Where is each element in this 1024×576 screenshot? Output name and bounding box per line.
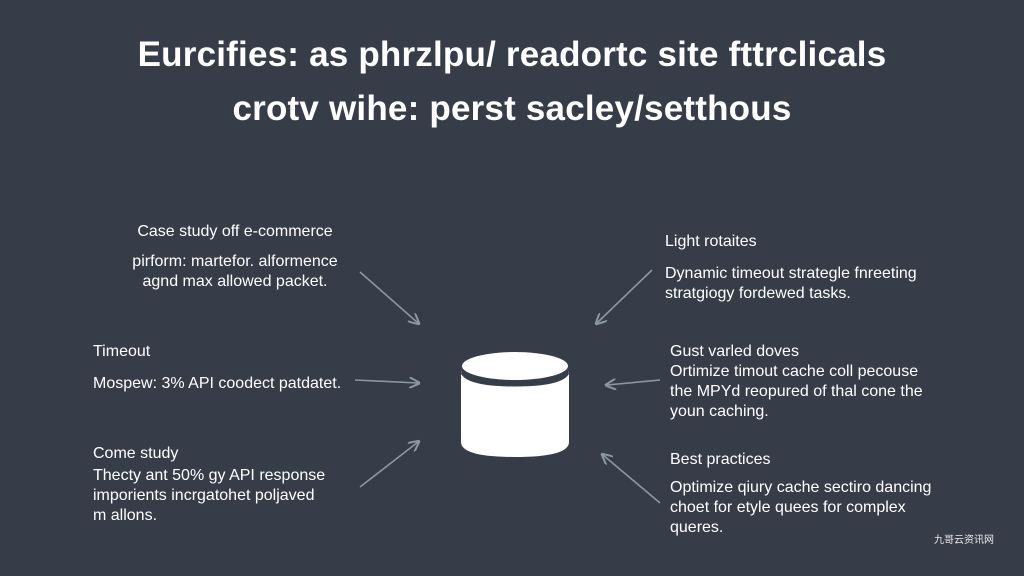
block-light-rotaites: Light rotaites Dynamic timeout strategle…	[665, 232, 965, 304]
arrow-bot-left	[359, 442, 418, 488]
block-text: Optimize qiury cache sectiro dancing	[670, 479, 932, 496]
block-text: m allons.	[93, 507, 158, 524]
block-best-practices: Best practices Optimize qiury cache sect…	[670, 450, 970, 538]
block-text: stratgiogy fordewed tasks.	[665, 285, 851, 302]
arrow-top-left	[359, 271, 418, 323]
arrow-top-right	[597, 269, 653, 323]
block-timeout: Timeout Mospew: 3% API coodect patdatet.	[93, 342, 363, 394]
block-text: agnd max allowed packet.	[142, 273, 328, 290]
block-text: imporients incrgatohet poljaved	[93, 487, 315, 504]
watermark: 九哥云资讯网	[934, 535, 994, 546]
arrow-bot-right	[603, 455, 661, 504]
block-case-study-ecommerce: Case study off e-commerce pirform: marte…	[110, 222, 360, 292]
block-gust-varled-doves: Gust varled doves Ortimize timout cache …	[670, 342, 970, 422]
block-heading: Light rotaites	[665, 233, 757, 250]
block-heading: Best practices	[670, 451, 771, 468]
block-text: choet for etyle quees for complex	[670, 499, 906, 516]
block-heading: Gust varled doves	[670, 343, 799, 360]
title-line-2: crotv wihe: perst sacley/setthous	[232, 89, 792, 128]
block-come-study: Come study Thecty ant 50% gy API respons…	[93, 444, 363, 526]
block-text: Mospew: 3% API coodect patdatet.	[93, 375, 342, 392]
block-text: youn caching.	[670, 403, 769, 420]
block-text: pirform: martefor. alformence	[132, 253, 338, 270]
arrow-mid-right	[607, 380, 661, 385]
block-text: Dynamic timeout strategle fnreeting	[665, 265, 917, 282]
block-heading: Come study	[93, 445, 179, 462]
block-heading: Case study off e-commerce	[137, 223, 333, 240]
block-text: Ortimize timout cache coll pecouse	[670, 363, 919, 380]
block-text: queres.	[670, 519, 724, 536]
block-heading: Timeout	[93, 343, 151, 360]
arrow-mid-left	[354, 380, 418, 383]
block-text: the MPYd reopured of thal cone the	[670, 383, 923, 400]
database-cylinder-icon	[460, 352, 570, 457]
page-title: Eurcifies: as phrzlpu/ readortc site ftt…	[0, 28, 1024, 136]
block-text: Thecty ant 50% gy API response	[93, 467, 326, 484]
title-line-1: Eurcifies: as phrzlpu/ readortc site ftt…	[137, 35, 887, 74]
